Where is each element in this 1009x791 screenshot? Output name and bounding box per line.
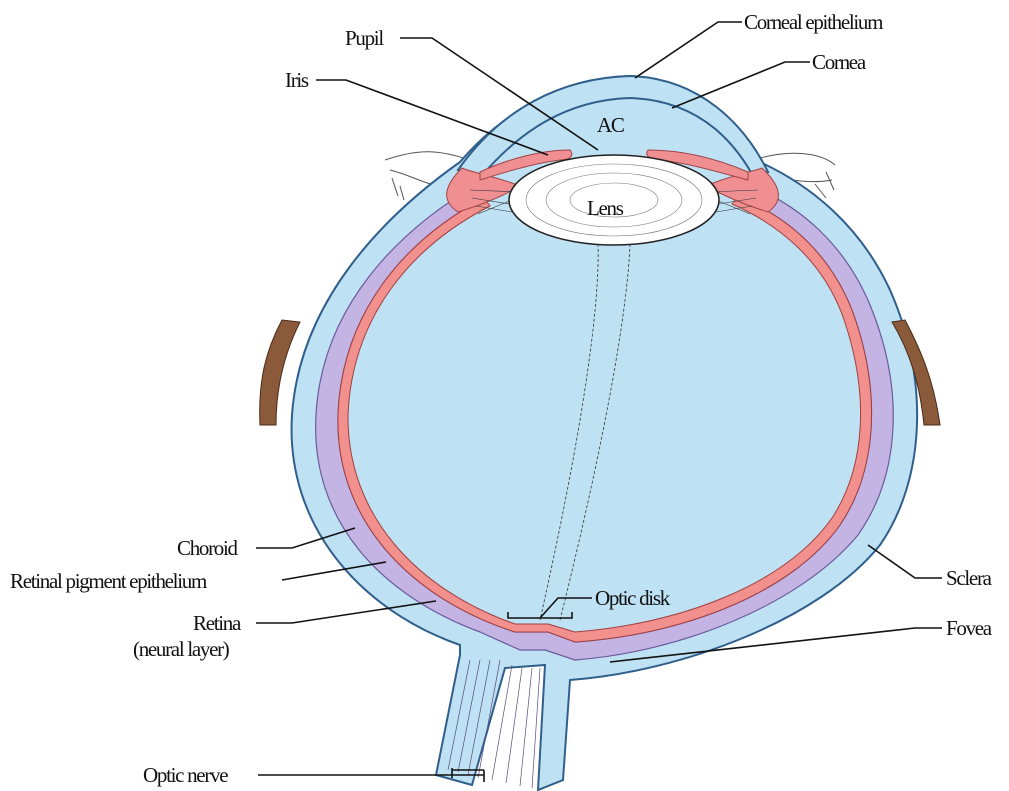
label-choroid: Choroid [177, 536, 239, 560]
label-corneal-epithelium: Corneal epithelium [744, 10, 883, 34]
label-retina: Retina [193, 611, 242, 635]
label-pupil: Pupil [345, 26, 384, 50]
label-sclera: Sclera [946, 566, 993, 590]
label-iris: Iris [285, 68, 309, 92]
label-optic-disk: Optic disk [595, 586, 671, 610]
label-retina-neural: (neural layer) [133, 637, 230, 661]
label-optic-nerve: Optic nerve [143, 763, 228, 787]
label-cornea: Cornea [812, 50, 867, 74]
label-fovea: Fovea [946, 616, 993, 640]
label-ac: AC [597, 113, 624, 137]
label-lens: Lens [587, 196, 624, 220]
label-rpe: Retinal pigment epithelium [10, 569, 207, 593]
